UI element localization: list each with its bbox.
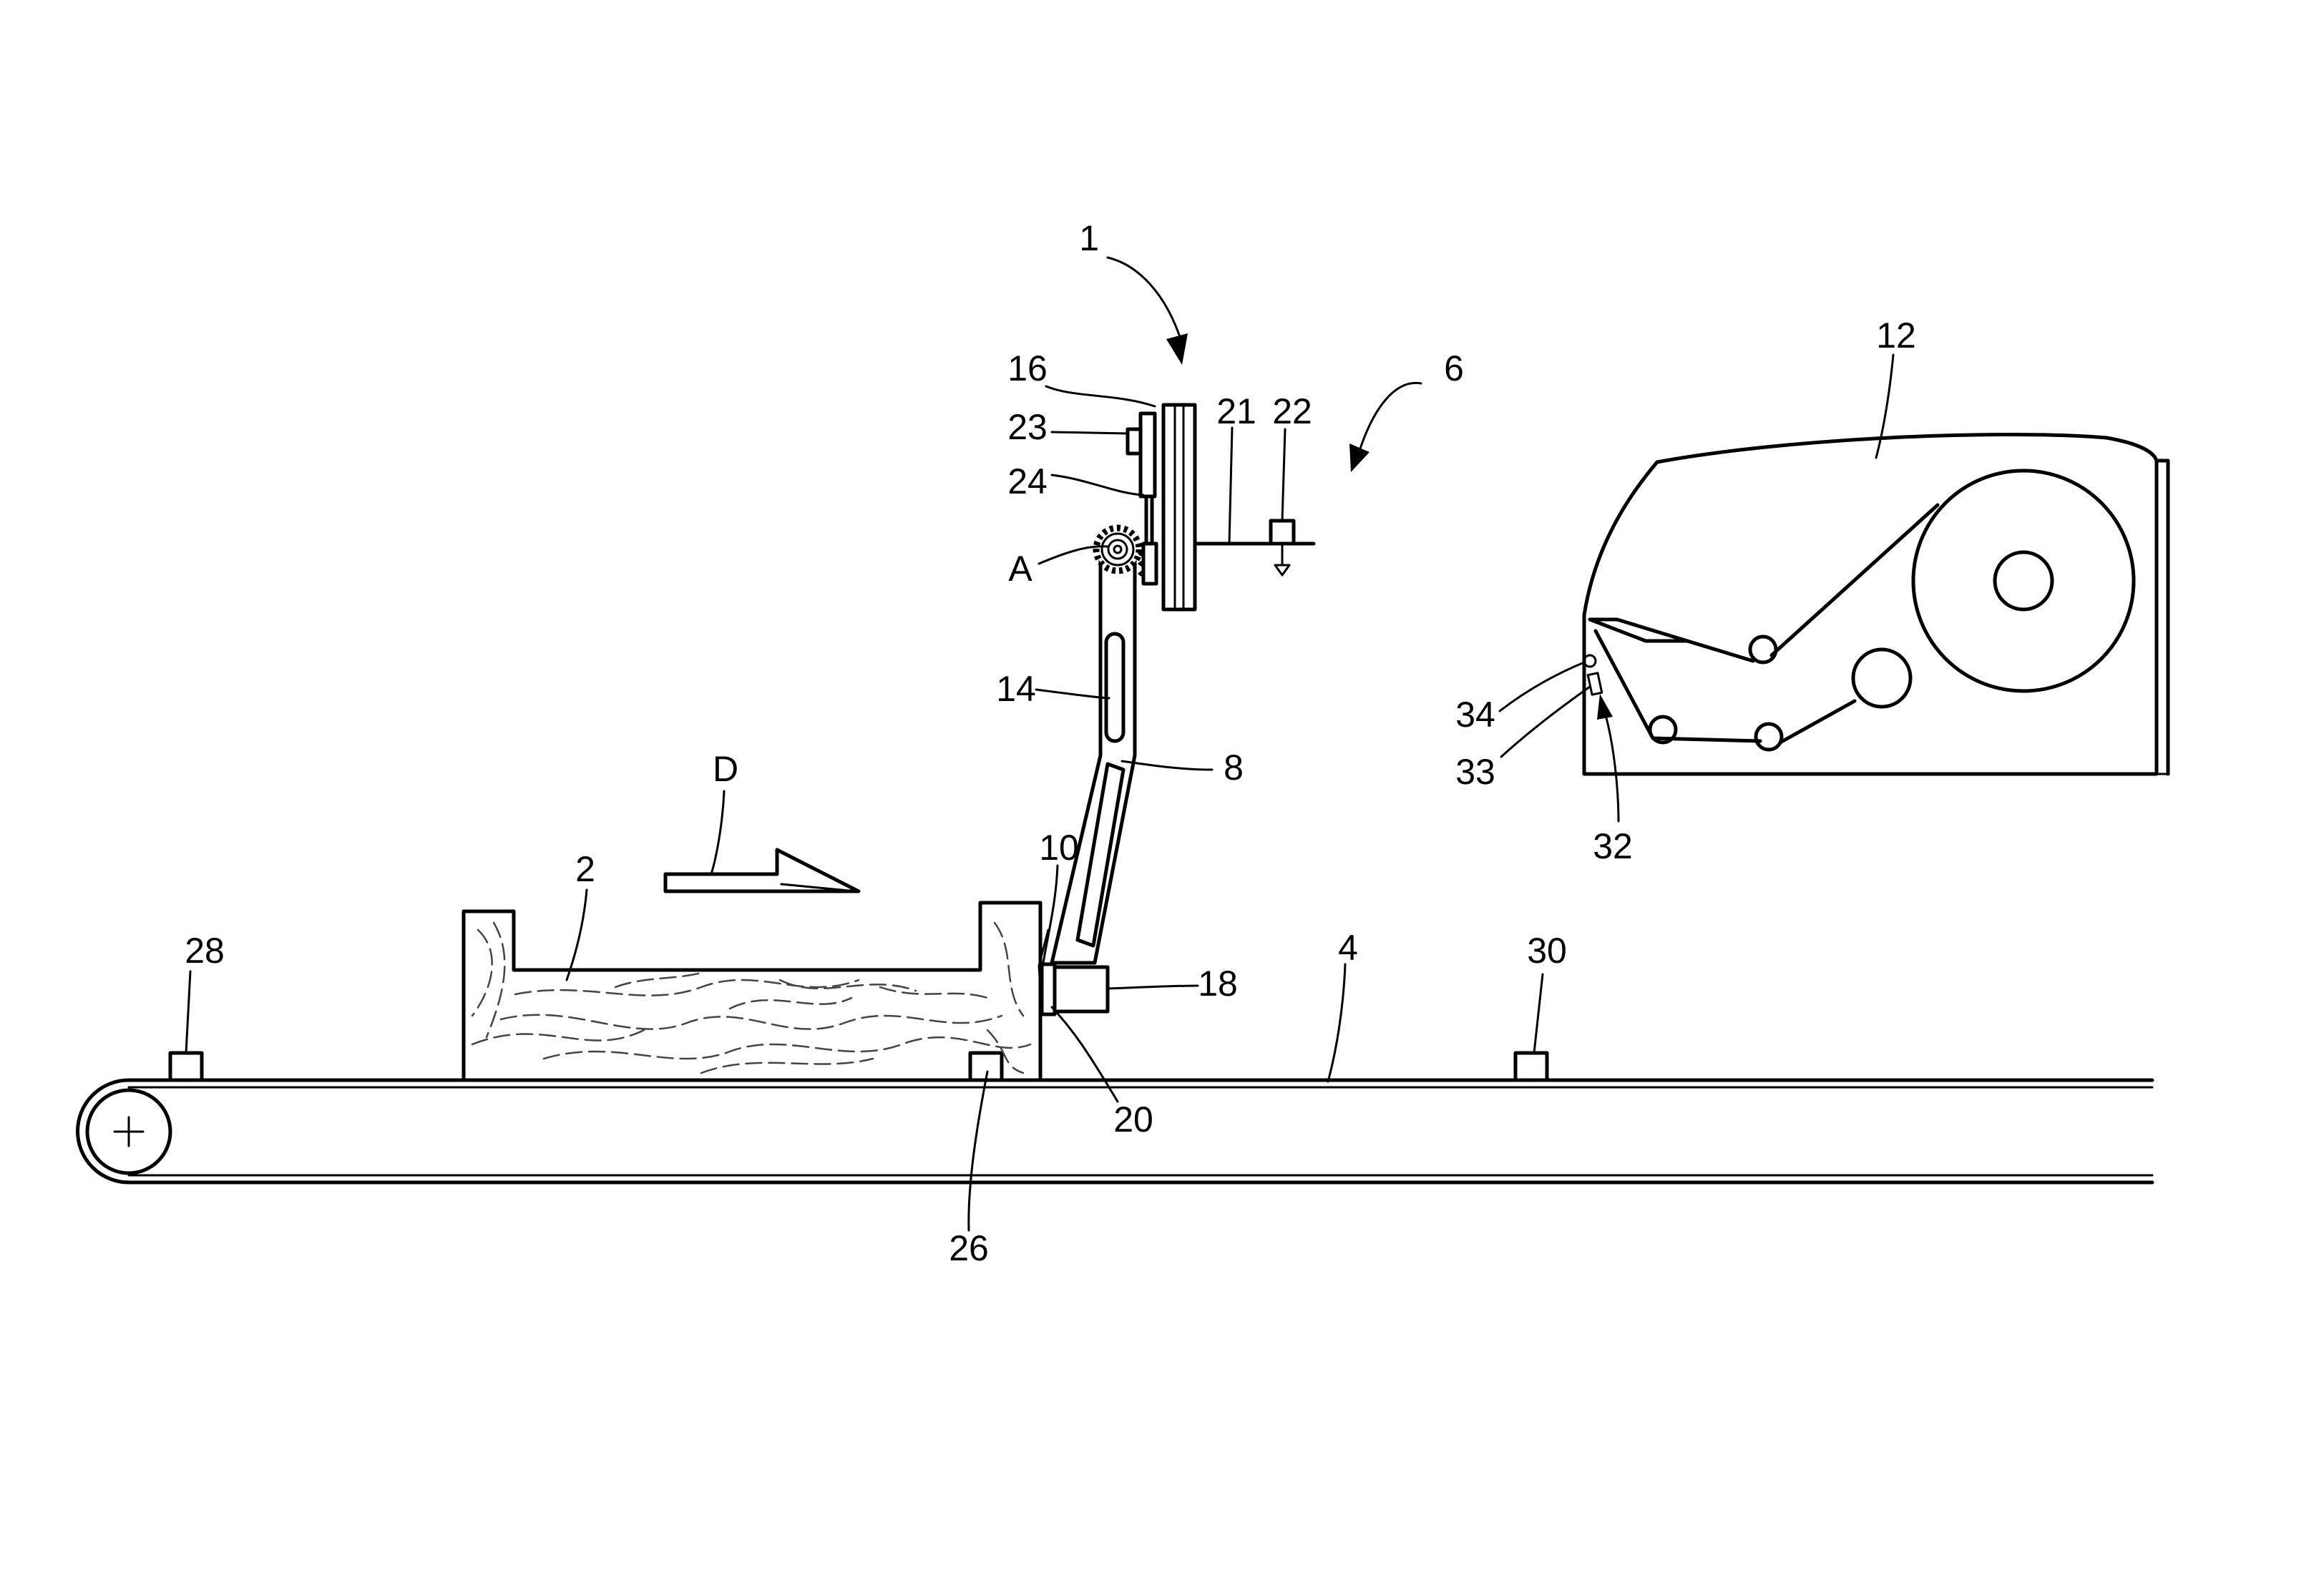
label-23: 23: [1007, 407, 1048, 447]
label-16: 16: [1007, 348, 1048, 388]
label-printer: [1584, 434, 2168, 774]
actuator-assembly: [1128, 405, 1195, 609]
label-8: 8: [1224, 748, 1244, 788]
label-32: 32: [1593, 826, 1633, 866]
applicator-head: [1052, 967, 1108, 1011]
conveyor-pulley: [87, 1090, 170, 1173]
leader-lines: [186, 258, 1893, 1230]
label-24: 24: [1007, 461, 1048, 501]
label-10: 10: [1039, 828, 1079, 868]
label-12: 12: [1876, 315, 1916, 356]
label-28: 28: [185, 931, 225, 971]
pivot-gear: [1096, 528, 1139, 571]
label-21: 21: [1216, 391, 1256, 431]
sensor-30: [1515, 1053, 1547, 1080]
cylinder-body: [1141, 413, 1155, 496]
label-14: 14: [996, 669, 1036, 709]
label-18: 18: [1198, 964, 1238, 1004]
label-1: 1: [1079, 218, 1099, 258]
lever-arm: [1039, 552, 1135, 1009]
label-26: 26: [949, 1228, 989, 1268]
peel-plate: [1590, 619, 1687, 641]
piston-rod: [1146, 496, 1152, 547]
detector-23: [1128, 429, 1141, 454]
label-2: 2: [575, 849, 595, 889]
component-22: [1271, 521, 1294, 544]
sensor-28: [170, 1053, 202, 1080]
sensor-33: [1588, 673, 1602, 695]
label-30: 30: [1527, 931, 1567, 971]
label-4: 4: [1338, 928, 1358, 968]
rack: [1143, 544, 1156, 584]
label-34: 34: [1455, 695, 1495, 735]
direction-arrow: [665, 850, 859, 891]
label-D: D: [713, 749, 738, 789]
label-6: 6: [1444, 348, 1464, 388]
mounting-plate: [1163, 405, 1195, 609]
drive-roller: [1853, 650, 1910, 707]
guide-roller-top: [1750, 637, 1776, 662]
roll-core: [1995, 552, 2052, 609]
label-A: A: [1008, 549, 1032, 589]
label-roll: [1913, 471, 2134, 691]
slot-upper: [1106, 634, 1123, 741]
label-22: 22: [1272, 391, 1312, 431]
label-33: 33: [1455, 752, 1495, 792]
wooden-object: [464, 903, 1040, 1080]
label-20: 20: [1113, 1099, 1153, 1140]
guide-roller-right: [1756, 724, 1782, 750]
